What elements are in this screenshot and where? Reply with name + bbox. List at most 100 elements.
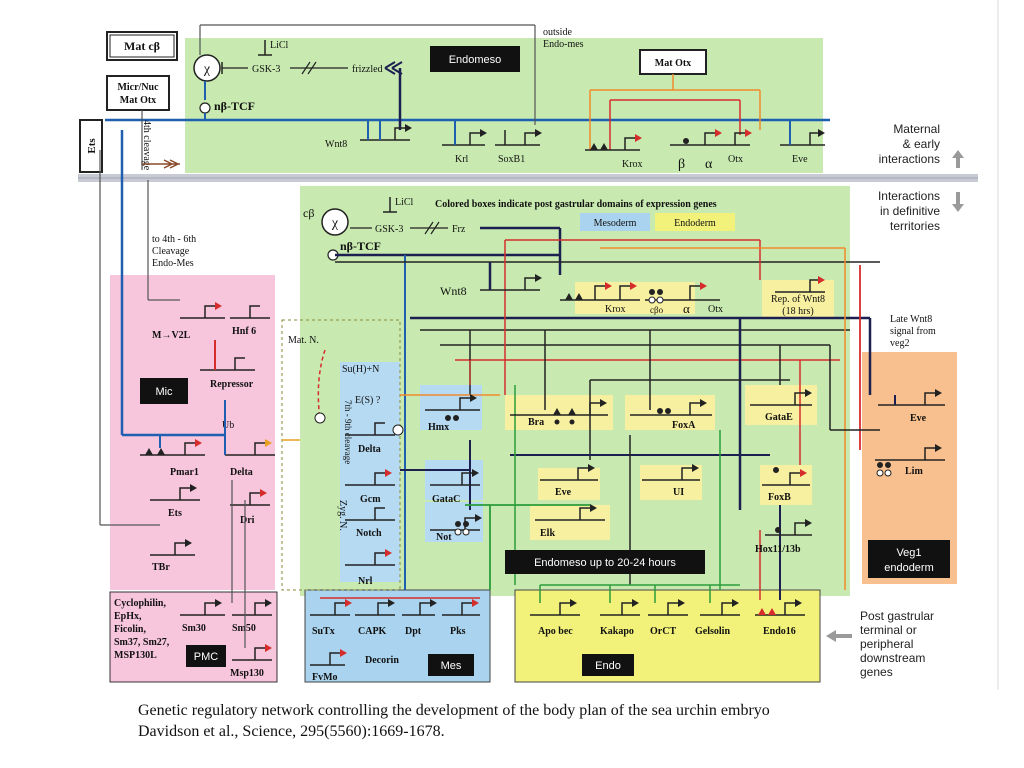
decorin-label: Decorin — [365, 655, 399, 666]
gene-ui — [642, 464, 700, 481]
gatac-box — [425, 460, 483, 500]
gene-endo16 — [755, 599, 805, 616]
to4-label-2: Cleavage — [152, 246, 190, 257]
chi-top-label: χ — [203, 62, 211, 77]
colored-boxes-note: Colored boxes indicate post gastrular do… — [435, 199, 717, 210]
gene-krl-top — [442, 120, 487, 146]
pmc-genes-line-1: Cyclophilin, — [114, 598, 166, 609]
frz-mid-label: Frz — [452, 224, 466, 235]
mes-block-label: Mes — [441, 660, 462, 672]
krox-top-label: Krox — [622, 159, 643, 170]
wnt8-top-label: Wnt8 — [325, 139, 347, 150]
post-label-5: genes — [860, 665, 893, 679]
gene-wnt8-mid — [480, 262, 542, 291]
veg1-block — [868, 540, 950, 578]
gene-wnt8-top — [360, 120, 412, 141]
frizzled-top-label: frizzled — [352, 64, 383, 75]
cbo-mid-label: cβo — [650, 305, 664, 315]
wnt8-mid-label: Wnt8 — [440, 284, 467, 298]
left-arrow-icon — [826, 630, 852, 642]
delta-blue-label: Delta — [358, 444, 381, 455]
kakapo-label: Kakapo — [600, 626, 634, 637]
repressor-label: Repressor — [210, 379, 254, 390]
gene-sm50 — [232, 599, 272, 616]
eve-top-label: Eve — [792, 154, 808, 165]
gene-m-v2l — [180, 302, 225, 319]
gene-rep-wnt8 — [775, 276, 825, 293]
caption-line-1: Genetic regulatory network controlling t… — [138, 702, 770, 719]
gene-pks — [442, 599, 480, 616]
ets-pink-label: Ets — [168, 508, 182, 519]
beta-top-label: β — [678, 157, 685, 172]
bra-label: Bra — [528, 417, 544, 428]
gene-lim — [875, 444, 945, 477]
ui-box — [640, 465, 702, 500]
sm30-label: Sm30 — [182, 623, 206, 634]
gene-tbr — [150, 539, 195, 556]
post-label-2: terminal or — [860, 623, 917, 637]
pmc-genes-line-2: EpHx, — [114, 611, 142, 622]
gene-nrl — [345, 549, 395, 566]
gene-regulatory-network-diagram: Mat cβ Micr/Nuc Mat Otx Ets Mat Otx χ Li… — [78, 0, 999, 690]
gene-gatac — [430, 469, 480, 486]
fvmo-label: FvMo — [312, 672, 338, 683]
hox-label: Hox11/13b — [755, 544, 801, 555]
endomeso-block-label: Endomeso — [449, 54, 502, 66]
gene-gcm — [345, 469, 395, 486]
cleavage-7-9-label: 7th - 9th cleavage — [343, 400, 353, 464]
gene-foxb — [762, 467, 810, 486]
gene-sutx — [310, 599, 352, 616]
gene-otx-mid — [645, 282, 720, 304]
down-arrow-icon — [952, 192, 964, 212]
gene-eve-veg — [878, 389, 945, 406]
gene-soxb1-top — [495, 129, 542, 146]
elk-box — [530, 505, 610, 540]
mat-cb-box — [106, 31, 178, 61]
gsk3-mid-label: GSK-3 — [375, 224, 403, 235]
dri-label: Dri — [240, 515, 255, 526]
ub-label: Ub — [222, 420, 234, 431]
gene-delta-blue — [345, 422, 404, 436]
zyg-n-label: Zyg. N. — [337, 500, 348, 531]
krox-mid-label: Krox — [605, 304, 626, 315]
alpha-top-label: α — [705, 157, 713, 172]
elk-label: Elk — [540, 528, 555, 539]
outside-label-2: Endo-mes — [543, 39, 584, 50]
up-arrow-icon — [952, 150, 964, 168]
gelsolin-label: Gelsolin — [695, 626, 730, 637]
hmx-label: Hmx — [428, 422, 449, 433]
alpha-mid-label: α — [683, 301, 690, 316]
figure-caption: Genetic regulatory network controlling t… — [138, 700, 998, 742]
mic-block — [140, 378, 188, 404]
tbr-label: TBr — [152, 562, 170, 573]
chi-mid-label: χ — [331, 216, 339, 231]
eve-mid-label: Eve — [555, 487, 572, 498]
rep-wnt8-label-1: Rep. of Wnt8 — [771, 294, 825, 305]
pks-label: Pks — [450, 626, 466, 637]
notch-label: Notch — [356, 528, 382, 539]
dpt-label: Dpt — [405, 626, 422, 637]
pmc-genes-line-5: MSP130L — [114, 650, 157, 661]
maternal-label-3: interactions — [879, 152, 940, 166]
foxb-label: FoxB — [768, 492, 791, 503]
gene-eve-top — [780, 120, 825, 146]
sutx-label: SuTx — [312, 626, 335, 637]
endo-block — [582, 654, 634, 676]
gene-otx-top — [670, 129, 752, 146]
gene-krox-mid — [560, 282, 640, 301]
gene-apo-bec — [530, 599, 580, 616]
caption-line-2: Davidson et al., Science, 295(5560):1669… — [138, 723, 445, 740]
ets-box-label: Ets — [86, 138, 98, 154]
cleavage-4th-label: 4th cleavage — [141, 120, 152, 171]
nrl-label: Nrl — [358, 576, 373, 587]
gene-dri — [230, 489, 270, 506]
maternal-label-2: & early — [903, 137, 940, 151]
gene-not — [430, 514, 482, 536]
pmc-genes-line-4: Sm37, Sm27, — [114, 637, 170, 648]
nbtcf-top-label: nβ-TCF — [214, 99, 255, 113]
gene-gelsolin — [700, 599, 740, 616]
sm50-label: Sm50 — [232, 623, 256, 634]
veg1-label-1: Veg1 — [896, 547, 921, 559]
pmc-block-label: PMC — [194, 651, 219, 663]
veg1-label-2: endoderm — [884, 562, 934, 574]
